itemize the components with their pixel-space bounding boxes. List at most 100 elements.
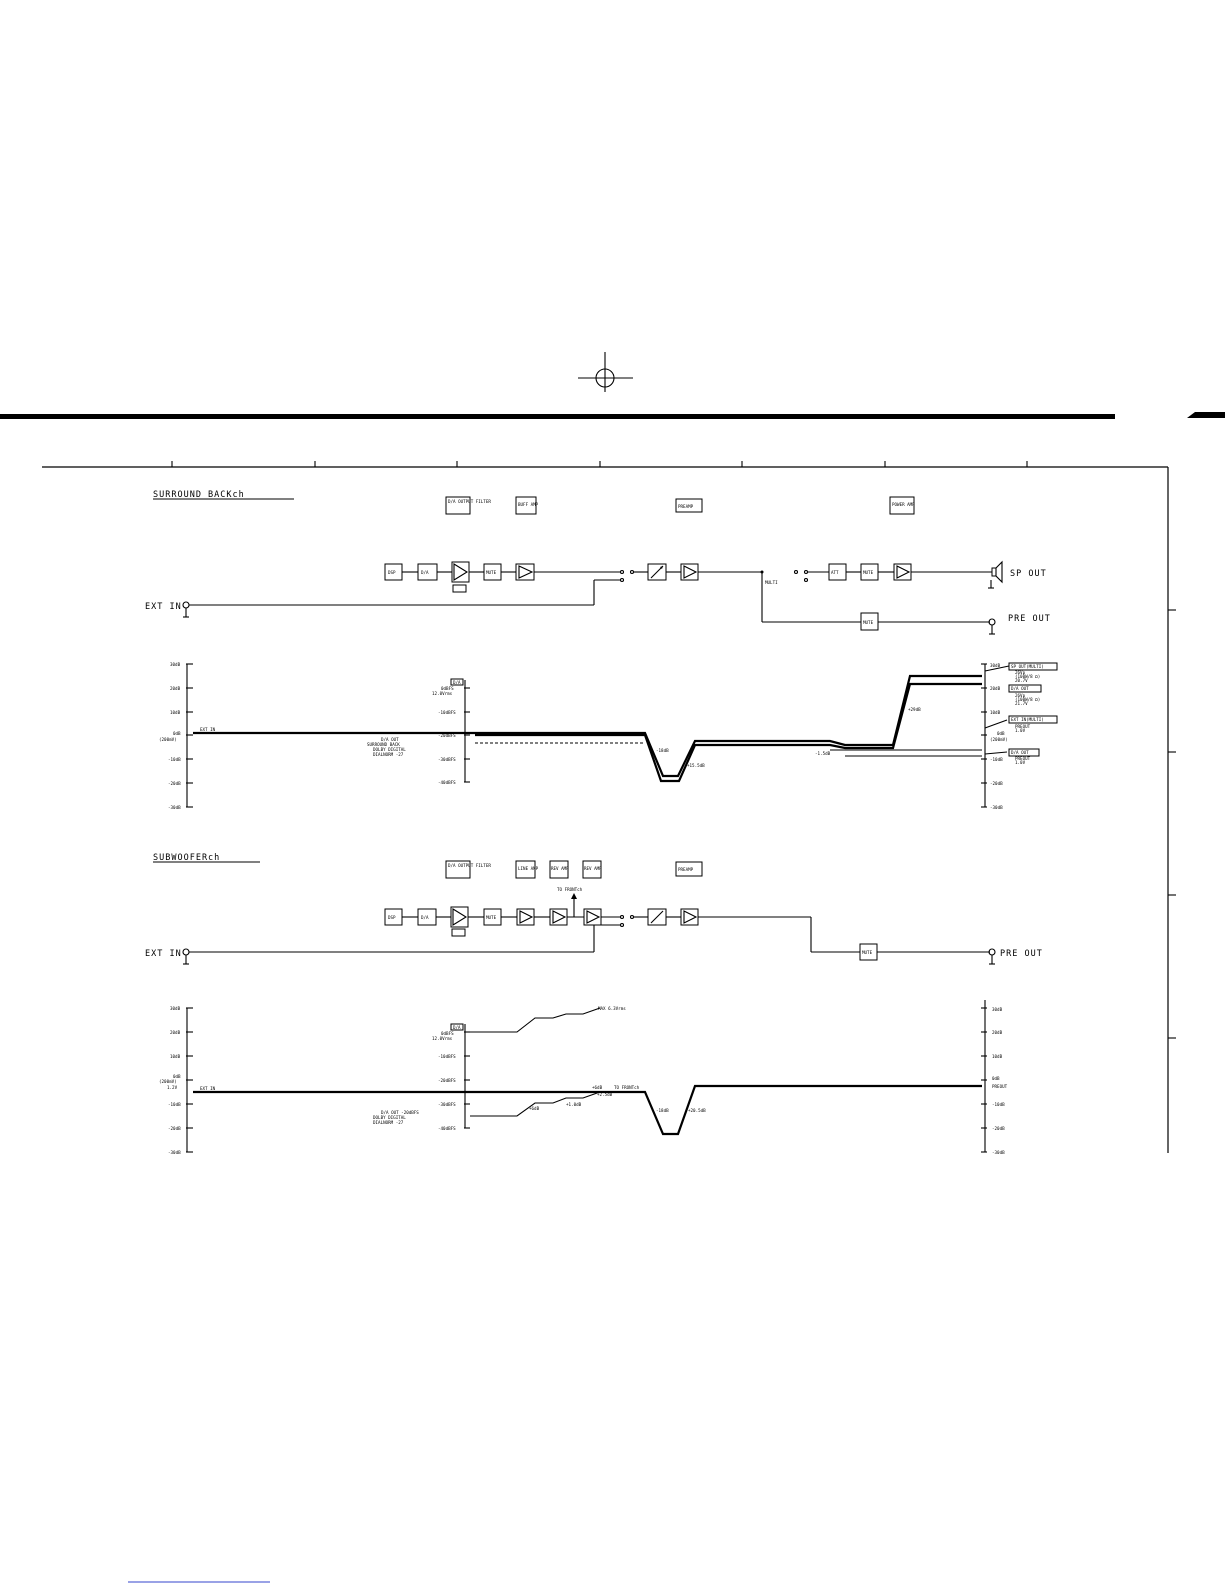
block-mute-3: MUTE	[863, 620, 874, 625]
svg-text:D/A: D/A	[421, 915, 429, 920]
svg-text:12.0Vrms: 12.0Vrms	[432, 691, 453, 696]
svg-text:DOLBY DIGITAL: DOLBY DIGITAL	[373, 747, 406, 752]
svg-text:30dB: 30dB	[170, 1006, 181, 1011]
svg-text:10dB: 10dB	[992, 1054, 1003, 1059]
svg-text:+15.5dB: +15.5dB	[687, 763, 705, 768]
svg-text:(200mV): (200mV)	[159, 737, 177, 742]
output-pre-out: PRE OUT	[1000, 949, 1043, 959]
svg-text:PREAMP: PREAMP	[678, 867, 694, 872]
section-title: SURROUND BACKch	[153, 490, 245, 500]
subwoofer-section: SUBWOOFERch D/A OUTPUT FILTER LINE AMP R…	[145, 853, 1043, 1155]
svg-text:-1.5dB: -1.5dB	[815, 751, 831, 756]
block-att: ATT	[831, 570, 839, 575]
svg-text:-10dBFS: -10dBFS	[438, 1054, 456, 1059]
svg-text:21.7V: 21.7V	[1015, 701, 1028, 706]
svg-text:D/A OUT -20dBFS: D/A OUT -20dBFS	[381, 1110, 419, 1115]
svg-text:REV AMP: REV AMP	[584, 866, 602, 871]
svg-text:EXT IN: EXT IN	[200, 727, 216, 732]
speaker-icon	[991, 567, 997, 577]
level-axes: 30dB 20dB 10dB 0dB (200mV) -10dB -20dB -…	[159, 662, 1008, 810]
block-da: D/A	[421, 570, 429, 575]
svg-text:+6dB: +6dB	[592, 1085, 603, 1090]
svg-text:PREOUT: PREOUT	[992, 1084, 1008, 1089]
signal-chain: TO FRONTch DSP D/A MUTE MUTE	[145, 887, 1043, 965]
registration-mark	[578, 352, 633, 392]
svg-text:LINE AMP: LINE AMP	[518, 866, 539, 871]
svg-text:-20dBFS: -20dBFS	[438, 1078, 456, 1083]
svg-text:MUTE: MUTE	[486, 915, 497, 920]
svg-text:30dB: 30dB	[992, 1007, 1003, 1012]
svg-text:10dB: 10dB	[170, 710, 181, 715]
svg-text:-20dB: -20dB	[990, 781, 1003, 786]
ext-in-jack-icon	[182, 601, 190, 609]
sw-label-multi: MULTI	[765, 580, 778, 585]
svg-text:+20.5dB: +20.5dB	[688, 1108, 706, 1113]
level-curves: EXT IN D/A OUT SURROUND BACK DOLBY DIGIT…	[193, 674, 982, 783]
svg-text:0dB: 0dB	[173, 1074, 181, 1079]
svg-text:EXT IN(MULTI): EXT IN(MULTI)	[1011, 717, 1044, 722]
header-boxes: D/A OUTPUT FILTER LINE AMP REV AMP REV A…	[445, 860, 703, 879]
svg-text:TO FRONTch: TO FRONTch	[557, 887, 583, 892]
svg-text:REV AMP: REV AMP	[551, 866, 569, 871]
svg-text:+29dB: +29dB	[908, 707, 921, 712]
svg-text:-10dB: -10dB	[168, 1102, 181, 1107]
svg-text:SURROUND BACK: SURROUND BACK	[367, 742, 400, 747]
header-box-preamp: PREAMP	[678, 504, 694, 509]
svg-text:20.7V: 20.7V	[1015, 678, 1028, 683]
svg-text:DIALNORM -27: DIALNORM -27	[373, 1120, 404, 1125]
svg-text:-30dB: -30dB	[168, 1150, 181, 1155]
block-dsp: DSP	[388, 570, 396, 575]
ext-in-jack-icon	[182, 948, 190, 956]
output-sp-out: SP OUT	[1010, 569, 1047, 579]
surround-back-section: SURROUND BACKch D/A OUTPUT FILTER BUFF A…	[145, 490, 1058, 810]
svg-text:-20dBFS: -20dBFS	[438, 733, 456, 738]
svg-text:TO FRONTch: TO FRONTch	[614, 1085, 640, 1090]
svg-text:-10dBFS: -10dBFS	[438, 710, 456, 715]
svg-text:MUTE: MUTE	[862, 950, 873, 955]
svg-text:MAX 6.3Vrms: MAX 6.3Vrms	[598, 1006, 626, 1011]
block-mute-1: MUTE	[486, 570, 497, 575]
svg-text:20dB: 20dB	[992, 1030, 1003, 1035]
svg-text:0dB: 0dB	[997, 731, 1005, 736]
input-ext-in: EXT IN	[145, 949, 182, 959]
svg-text:SP OUT(MULTI): SP OUT(MULTI)	[1011, 664, 1044, 669]
svg-text:10dB: 10dB	[170, 1054, 181, 1059]
svg-text:D/A OUT: D/A OUT	[381, 737, 399, 742]
svg-text:-20dB: -20dB	[992, 1126, 1005, 1131]
svg-text:D/A: D/A	[453, 680, 461, 685]
svg-text:+2.5dB: +2.5dB	[597, 1092, 613, 1097]
header-box-buff-amp: BUFF AMP	[518, 502, 539, 507]
output-notes: SP OUT(MULTI) 26Vp (100W/8 Ω) 20.7V D/A …	[984, 662, 1058, 765]
svg-text:-30dB: -30dB	[990, 805, 1003, 810]
svg-text:-30dB: -30dB	[168, 805, 181, 810]
svg-text:26Vp: 26Vp	[1015, 670, 1026, 675]
svg-text:EXT IN: EXT IN	[200, 1086, 216, 1091]
svg-text:PREOUT: PREOUT	[1015, 724, 1031, 729]
level-curves: EXT IN MAX 6.3Vrms +6dB +2.5dB +1.0dB +6…	[193, 1006, 982, 1136]
svg-text:(100W/8 Ω): (100W/8 Ω)	[1015, 674, 1040, 679]
block-mute-2: MUTE	[863, 570, 874, 575]
svg-text:20dB: 20dB	[170, 1030, 181, 1035]
svg-text:20dB: 20dB	[990, 686, 1001, 691]
input-ext-in: EXT IN	[145, 602, 182, 612]
svg-text:0dBFS: 0dBFS	[441, 1031, 454, 1036]
svg-text:1.0V: 1.0V	[1015, 760, 1026, 765]
header-box-da-filter: D/A OUTPUT FILTER	[448, 499, 491, 504]
page-rule-right	[1187, 412, 1225, 418]
svg-text:12.0Vrms: 12.0Vrms	[432, 1036, 453, 1041]
svg-text:D/A OUT: D/A OUT	[1011, 750, 1029, 755]
svg-text:PREOUT: PREOUT	[1015, 756, 1031, 761]
signal-chain: DSP D/A MUTE MULTI ATT	[145, 560, 1051, 635]
svg-text:1.2V: 1.2V	[167, 1085, 178, 1090]
svg-text:+6dB: +6dB	[529, 1106, 540, 1111]
svg-text:0dB: 0dB	[173, 731, 181, 736]
svg-text:-18dB: -18dB	[656, 1108, 669, 1113]
svg-text:-30dBFS: -30dBFS	[438, 1102, 456, 1107]
page-rule	[0, 414, 1115, 419]
output-pre-out: PRE OUT	[1008, 614, 1051, 624]
header-box-power-amp: POWER AMP	[892, 502, 915, 507]
svg-text:D/A OUTPUT FILTER: D/A OUTPUT FILTER	[448, 863, 491, 868]
svg-text:(100W/8 Ω): (100W/8 Ω)	[1015, 697, 1040, 702]
svg-text:D/A OUT: D/A OUT	[1011, 686, 1029, 691]
